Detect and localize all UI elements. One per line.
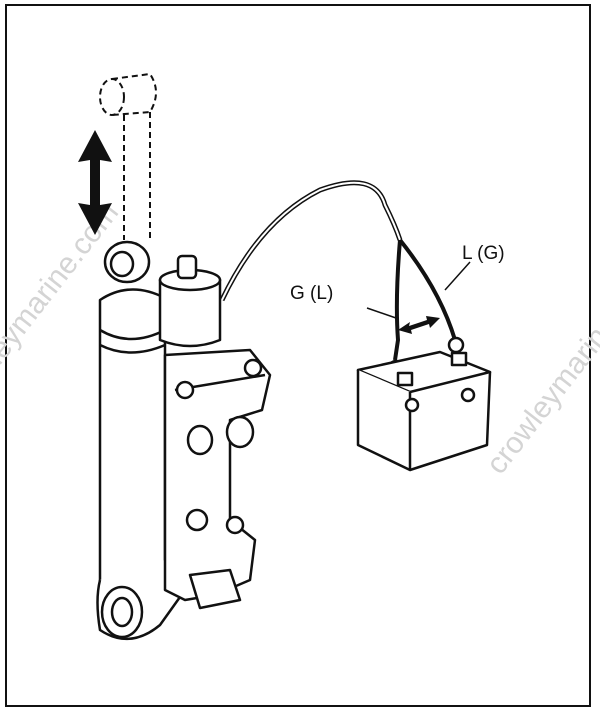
diagram-frame xyxy=(5,4,591,707)
extended-rod-ghost xyxy=(99,73,157,240)
lead-live xyxy=(398,238,457,341)
pump-body xyxy=(163,348,272,610)
label-live-lead: L (G) xyxy=(462,243,505,264)
up-down-arrow xyxy=(78,130,112,235)
label-ground-lead: G (L) xyxy=(290,283,334,304)
lead-ground xyxy=(393,239,402,361)
tilt-motor xyxy=(158,254,222,348)
ring-terminal xyxy=(447,336,465,354)
swap-arrow xyxy=(398,316,440,334)
battery xyxy=(356,350,492,472)
